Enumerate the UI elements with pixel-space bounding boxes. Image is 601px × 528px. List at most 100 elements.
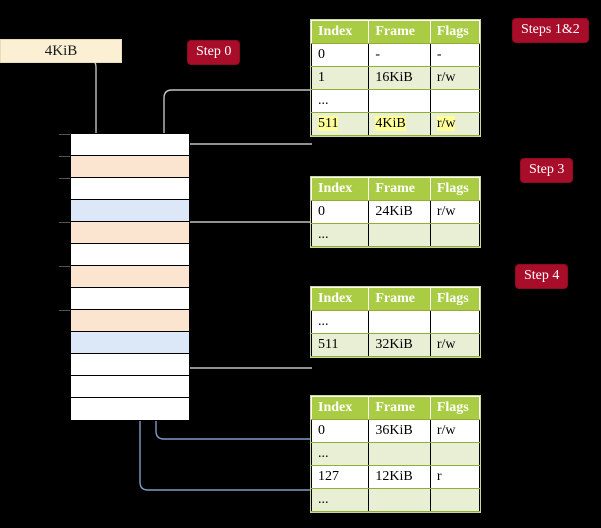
highlighted-value: 4KiB [375,116,406,131]
memory-frame-row [71,244,189,266]
memory-frame-row [71,332,189,354]
table-cell: - [429,43,481,67]
table-cell [429,310,481,334]
table-cell: 0 [310,200,370,224]
memory-row-tick [59,156,70,157]
source-box-label: 4KiB [44,42,78,59]
memory-frame-row [59,178,189,200]
table-cell: 0 [310,43,370,67]
table-cell [368,89,431,113]
memory-frame-row [71,200,189,222]
wire-level1-127 [136,210,312,491]
memory-frame-row [71,398,189,420]
label-step-3: Step 3 [521,159,573,182]
table-cell: ... [310,89,370,113]
table-cell [368,310,431,334]
table-cell [368,488,431,512]
highlighted-value: r/w [436,116,456,131]
table-row[interactable]: ... [310,223,481,247]
physical-memory-column [59,133,190,421]
memory-row-tick [59,310,70,311]
table-row[interactable]: ... [310,310,481,334]
table-cell [368,442,431,466]
table-cell: 511 [310,112,370,136]
table-cell: - [368,43,431,67]
table-row[interactable]: ... [310,442,481,466]
memory-frame-row [59,222,189,244]
memory-row-tick [59,266,70,267]
column-header-frame: Frame [368,177,431,201]
table-cell: 4KiB [368,112,431,136]
table-cell: 511 [310,333,370,357]
column-header-flags: Flags [429,177,481,201]
table-cell: 16KiB [368,66,431,90]
label-step-4-text: Step 4 [524,268,560,283]
table-cell [429,89,481,113]
label-step-0-text: Step 0 [196,44,232,59]
table-cell: 36KiB [368,419,431,443]
column-header-flags: Flags [429,20,481,44]
column-header-index: Index [310,287,370,311]
column-header-index: Index [310,20,370,44]
memory-frame-row [59,134,189,156]
table-cell: r [429,465,481,489]
column-header-index: Index [310,396,370,420]
memory-frame-row [59,156,189,178]
table-cell: ... [310,442,370,466]
column-header-index: Index [310,177,370,201]
table-cell [368,223,431,247]
wire-step12-a [160,89,312,249]
table-cell: 1 [310,66,370,90]
highlighted-value: 511 [318,116,339,131]
label-step-3-text: Step 3 [529,162,565,177]
table-cell: r/w [429,333,481,357]
table-cell: r/w [429,112,481,136]
memory-frame-row [71,288,189,310]
label-step-4: Step 4 [516,265,568,288]
wire-level1-0 [152,328,312,440]
table-cell: 24KiB [368,200,431,224]
memory-row-tick [59,178,70,179]
table-row[interactable]: ... [310,89,481,113]
memory-row-tick [59,222,70,223]
table-row[interactable]: ... [310,488,481,512]
table-row[interactable]: 0-- [310,43,481,67]
table-cell: 12KiB [368,465,431,489]
table-cell [429,223,481,247]
wire-step12-b [168,143,312,157]
column-header-frame: Frame [368,20,431,44]
table-row[interactable]: 511 4KiB r/w [310,112,481,136]
table-cell [429,442,481,466]
memory-row-tick [59,134,70,135]
label-steps-1-2-text: Steps 1&2 [521,22,580,37]
table-cell: ... [310,223,370,247]
column-header-frame: Frame [368,287,431,311]
table-cell: 32KiB [368,333,431,357]
table-cell: 127 [310,465,370,489]
column-header-flags: Flags [429,396,481,420]
memory-frame-row [71,376,189,398]
table-cell: r/w [429,419,481,443]
table-cell [429,488,481,512]
table-cell: ... [310,310,370,334]
table-cell: ... [310,488,370,512]
table-cell: r/w [429,200,481,224]
wire-step3 [174,221,312,270]
memory-frame-row [59,310,189,332]
column-header-flags: Flags [429,287,481,311]
label-steps-1-2: Steps 1&2 [513,19,588,42]
